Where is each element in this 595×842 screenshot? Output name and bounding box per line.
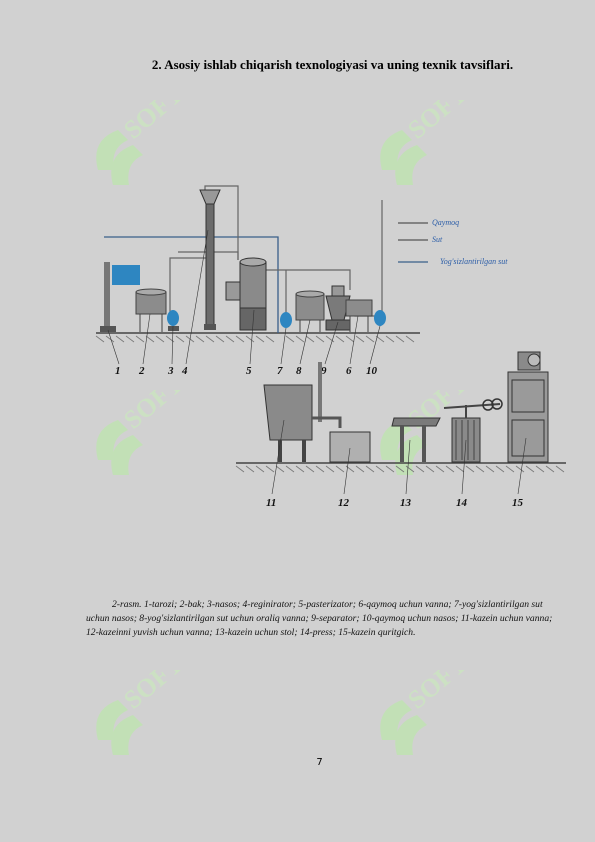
pipe <box>264 269 351 290</box>
washing-vat <box>329 431 371 463</box>
leader-lines-bottom <box>271 419 527 495</box>
casein-vat <box>263 384 313 441</box>
pump-10 <box>374 310 386 326</box>
pump-7 <box>280 312 292 328</box>
legend-cream: Qaymoq <box>432 218 459 227</box>
label-12: 12 <box>338 497 350 509</box>
label-3: 3 <box>167 365 174 377</box>
watermark-logo: SOFT <box>96 390 188 475</box>
label-8: 8 <box>296 365 302 377</box>
pasteurizer <box>239 261 267 309</box>
process-diagram: Qaymoq Sut Yog'sizlantirilgan sut 1 2 3 … <box>95 185 566 509</box>
floor-hatch-bottom <box>235 465 565 473</box>
scale-base <box>100 326 116 332</box>
label-11: 11 <box>266 497 276 509</box>
label-14: 14 <box>456 497 468 509</box>
label-1: 1 <box>115 365 121 377</box>
label-13: 13 <box>400 497 412 509</box>
watermark-logo: SOFT <box>380 670 472 755</box>
cream-vat <box>345 299 373 317</box>
svg-text:SOFT: SOFT <box>402 670 472 715</box>
section-heading: 2. Asosiy ishlab chiqarish texnologiyasi… <box>151 57 514 72</box>
label-7: 7 <box>277 365 283 377</box>
scale-post <box>104 262 110 328</box>
legend-milk: Sut <box>432 235 443 244</box>
watermark-logo: SOFT <box>380 100 472 185</box>
tank-8 <box>295 293 325 321</box>
label-5: 5 <box>246 365 252 377</box>
pipe <box>169 257 206 320</box>
svg-text:SOFT: SOFT <box>118 100 188 145</box>
casein-dryer <box>507 371 549 463</box>
scale-tank <box>112 265 140 285</box>
leader-lines-top <box>107 229 381 365</box>
label-6: 6 <box>346 365 352 377</box>
label-4: 4 <box>181 365 188 377</box>
label-15: 15 <box>512 497 524 509</box>
legend-skim-milk: Yog'sizlantirilgan sut <box>440 257 508 266</box>
label-2: 2 <box>138 365 145 377</box>
regenerator-column <box>205 199 215 327</box>
pipe <box>204 185 239 260</box>
figure-caption: 2-rasm. 1-tarozi; 2-bak; 3-nasos; 4-regi… <box>86 599 553 638</box>
svg-text:SOFT: SOFT <box>118 670 188 715</box>
label-9: 9 <box>321 365 327 377</box>
milk-pipe <box>104 236 279 333</box>
casein-table <box>391 417 441 427</box>
label-10: 10 <box>366 365 378 377</box>
page-number: 7 <box>316 757 323 768</box>
pump-3 <box>167 310 179 326</box>
floor-hatch-top <box>95 335 415 343</box>
svg-text:SOFT: SOFT <box>402 100 472 145</box>
watermark-logo: SOFT <box>96 670 188 755</box>
watermark-logo: SOFT <box>96 100 188 185</box>
